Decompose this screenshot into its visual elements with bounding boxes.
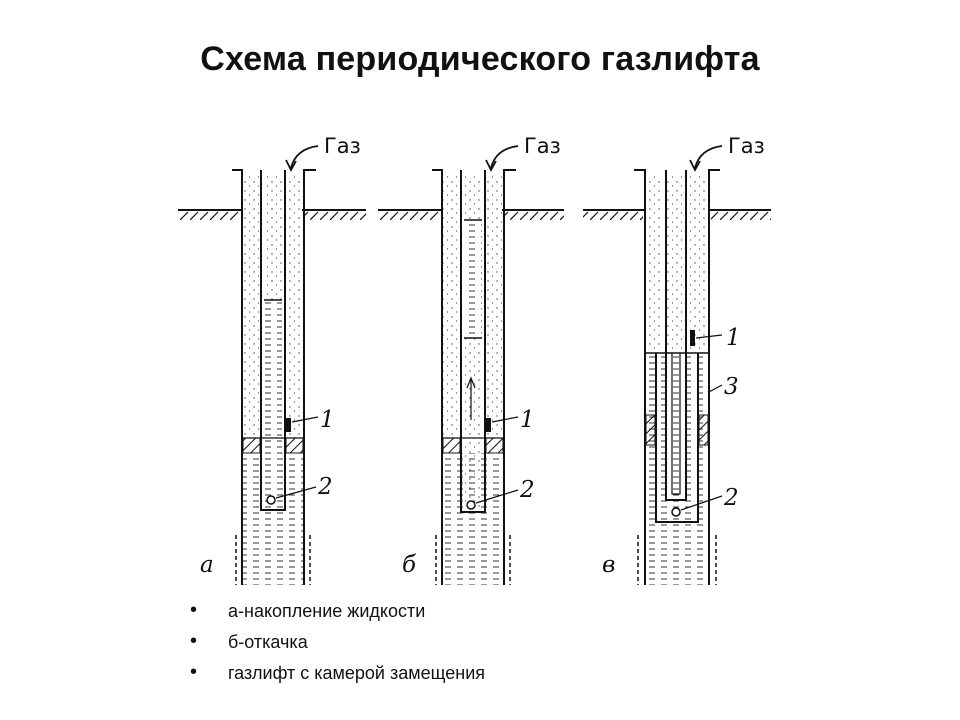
callout-b-2: 2 bbox=[519, 477, 535, 503]
callout-b-1: 1 bbox=[520, 407, 535, 433]
callout-v-2: 2 bbox=[723, 485, 739, 511]
legend-list: • а-накопление жидкости • б-откачка • га… bbox=[180, 599, 486, 693]
legend-text: газлифт с камерой замещения bbox=[228, 663, 486, 683]
bullet-dot: • bbox=[190, 599, 198, 621]
legend-item: • а-накопление жидкости bbox=[180, 599, 485, 622]
gas-label-v: Газ bbox=[728, 134, 765, 158]
bullet-dot: • bbox=[190, 630, 198, 652]
panel-letter-a: а bbox=[200, 552, 214, 578]
panel-v: Газ 1 3 2 в bbox=[583, 134, 771, 585]
gas-lift-diagram: Газ 1 2 а Газ 1 bbox=[178, 134, 771, 585]
panel-letter-v: в bbox=[602, 552, 615, 578]
panel-b: Газ 1 2 б bbox=[378, 134, 564, 585]
callout-v-1: 1 bbox=[726, 325, 741, 351]
legend-item: • б-откачка bbox=[180, 630, 485, 653]
callout-a-1: 1 bbox=[320, 407, 335, 433]
slide-title: Схема периодического газлифта bbox=[200, 40, 760, 78]
legend-text: а-накопление жидкости bbox=[228, 601, 426, 621]
bullet-dot: • bbox=[190, 661, 198, 683]
panel-letter-b: б bbox=[402, 552, 417, 578]
legend-item: • газлифт с камерой замещения bbox=[180, 661, 486, 684]
gas-label-b: Газ bbox=[524, 134, 561, 158]
legend-text: б-откачка bbox=[228, 632, 308, 652]
panel-a: Газ 1 2 а bbox=[178, 134, 366, 585]
callout-a-2: 2 bbox=[317, 474, 333, 500]
callout-v-3: 3 bbox=[724, 374, 739, 400]
gas-label-a: Газ bbox=[324, 134, 361, 158]
